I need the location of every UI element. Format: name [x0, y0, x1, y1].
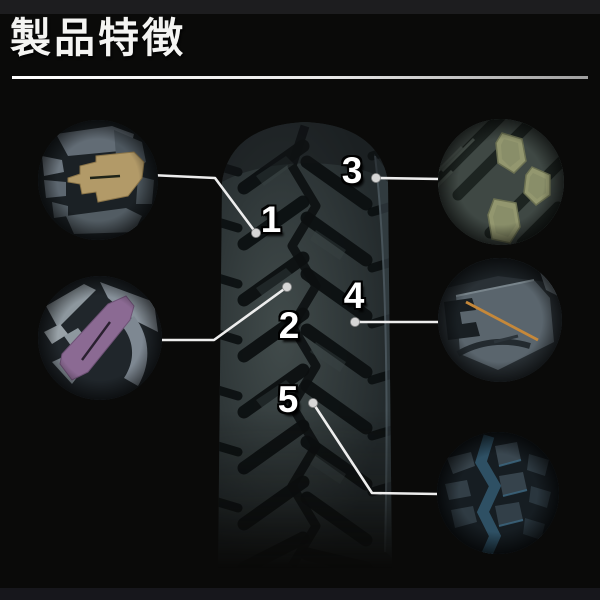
- callout-number-4: 4: [343, 275, 365, 316]
- title-underline: [12, 76, 588, 79]
- top-edge-strip: [0, 0, 600, 14]
- bottom-edge-strip: [0, 588, 600, 600]
- inset-photo-4: [438, 258, 562, 382]
- inset-photo-1: [38, 120, 158, 240]
- inset-photo-2: [38, 276, 162, 400]
- callout-number-2: 2: [278, 305, 300, 346]
- page-title: 製品特徴: [10, 15, 186, 61]
- callout-number-3: 3: [341, 150, 363, 191]
- callout-number-1: 1: [260, 199, 282, 240]
- inset-photo-3: [438, 119, 564, 245]
- inset-photo-5: [437, 432, 559, 554]
- callout-number-5: 5: [277, 379, 299, 420]
- tire-tread-photo: [218, 122, 392, 568]
